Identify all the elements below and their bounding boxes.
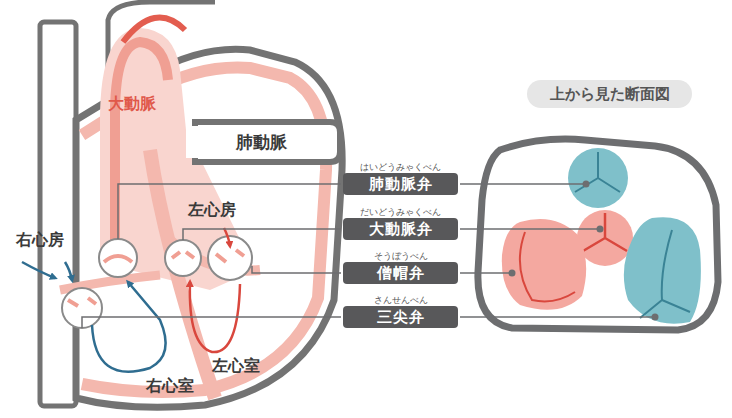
furigana: さんせんべん <box>374 295 428 305</box>
furigana: そうぼうべん <box>374 251 428 261</box>
valve-label-box: さんせんべん三尖弁 <box>343 295 458 328</box>
vbox-line: 僧帽弁 <box>343 262 458 284</box>
furigana: はいどうみゃくべん <box>360 162 441 172</box>
valve-label-box: そうぼうべん僧帽弁 <box>343 251 458 284</box>
valve-label-box: だいどうみゃくべん大動脈弁 <box>343 207 458 240</box>
part-label: 肺動脈 <box>236 132 287 152</box>
tbox-line: 上から見た断面図 <box>527 80 692 108</box>
vbox-line: 三尖弁 <box>343 306 458 328</box>
valve-name: 大動脈弁 <box>369 220 433 238</box>
ruby-line: だいどうみゃくべん <box>343 207 458 218</box>
vbox-line: 肺動脈弁 <box>343 173 458 195</box>
part-label: 左心房 <box>188 200 236 220</box>
ruby-line: はいどうみゃくべん <box>343 162 458 173</box>
part-label: 大動脈 <box>108 94 156 114</box>
valve-name: 肺動脈弁 <box>369 175 433 193</box>
ruby-line: そうぼうべん <box>343 251 458 262</box>
vbox-line: 大動脈弁 <box>343 218 458 240</box>
view-title: 上から見た断面図 <box>550 85 670 103</box>
part-label: 右心室 <box>146 376 194 396</box>
part-label: 左心室 <box>212 356 260 376</box>
ruby-line: さんせんべん <box>343 295 458 306</box>
valve-label-box: はいどうみゃくべん肺動脈弁 <box>343 162 458 195</box>
part-label: 右心房 <box>16 230 64 250</box>
view-title-box: 上から見た断面図 <box>527 80 692 108</box>
furigana: だいどうみゃくべん <box>360 207 441 217</box>
valve-name: 僧帽弁 <box>377 264 425 282</box>
valve-name: 三尖弁 <box>377 308 425 326</box>
